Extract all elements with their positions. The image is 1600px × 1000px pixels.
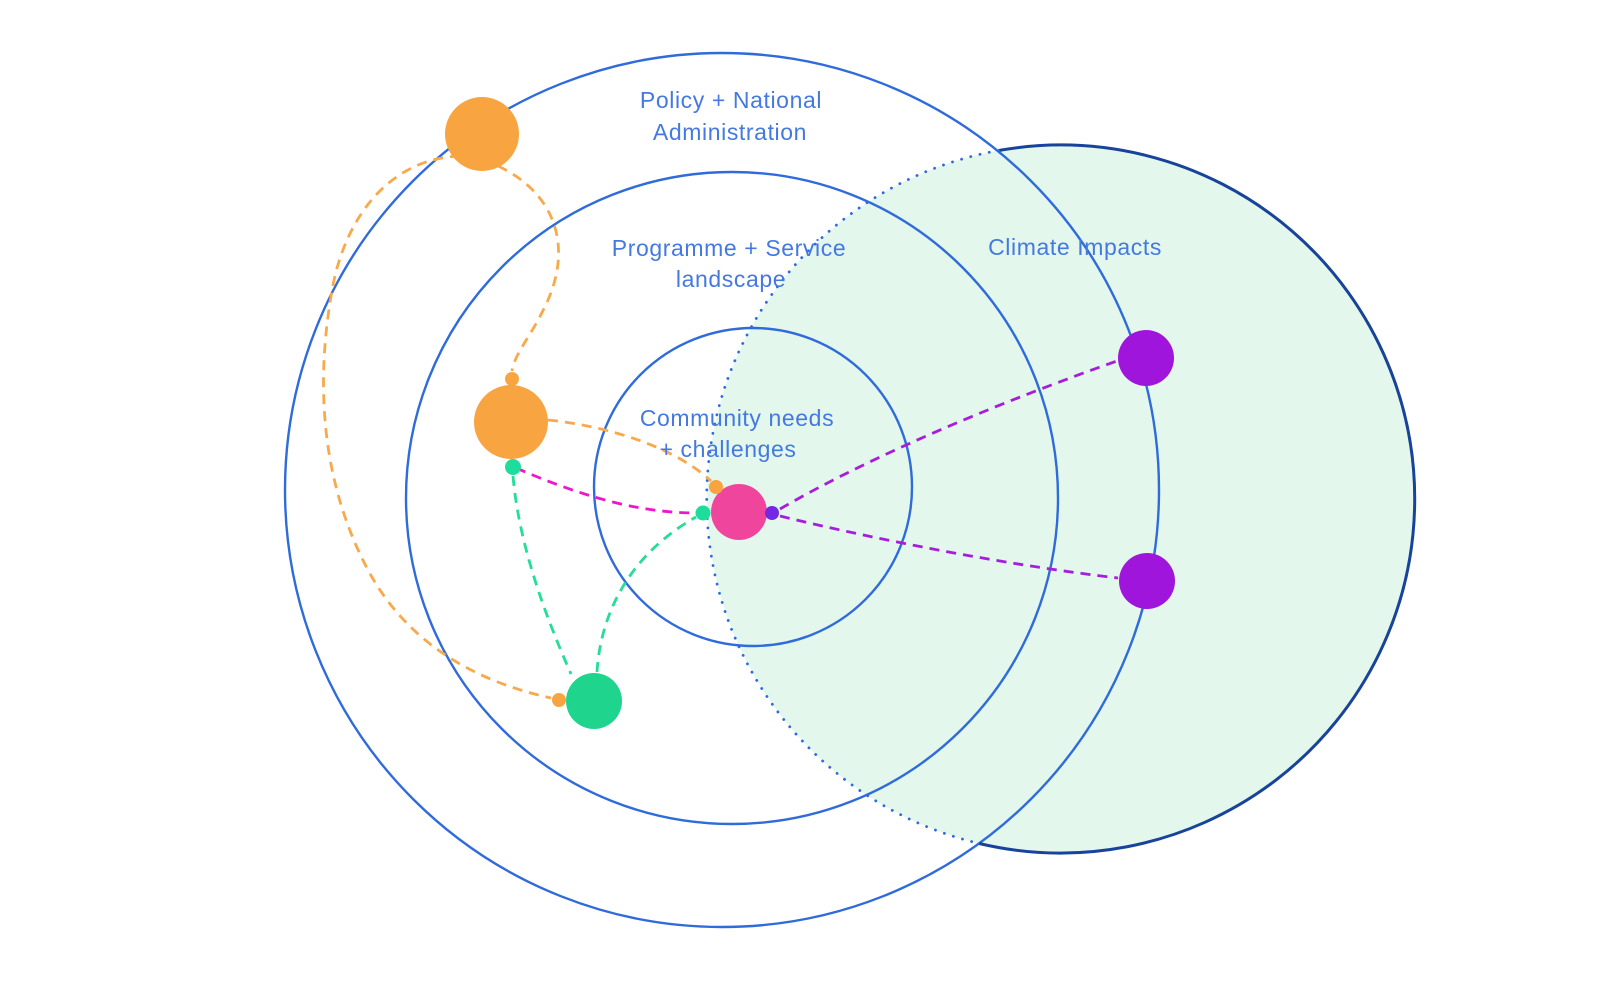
connector-group xyxy=(322,154,1119,700)
endpoint-dot-orange-near-pink-node[interactable] xyxy=(709,480,723,494)
connector-purple-pink-to-climate-lower[interactable] xyxy=(779,514,1119,580)
node-climate-purple-upper[interactable] xyxy=(1118,330,1174,386)
ring-group xyxy=(283,51,1161,929)
connector-green-node-to-pink-node[interactable] xyxy=(595,515,697,673)
node-climate-purple-lower[interactable] xyxy=(1119,553,1175,609)
connector-orange-policy-to-programme-node[interactable] xyxy=(497,164,560,372)
label-programme-line2: landscape xyxy=(676,266,786,292)
connector-green-programme-to-green-node[interactable] xyxy=(511,475,573,675)
node-programme-orange[interactable] xyxy=(474,385,548,459)
connector-orange-programme-to-pink-node[interactable] xyxy=(547,418,712,483)
endpoint-dot-purple-near-pink-node[interactable] xyxy=(765,506,779,520)
connector-orange-policy-to-green-node[interactable] xyxy=(322,154,552,700)
label-programme-line1: Programme + Service xyxy=(612,235,846,261)
ring-policy-national-administration xyxy=(283,51,1161,929)
label-community-line2: + challenges xyxy=(660,436,797,462)
endpoint-dot-teal-below-programme-node[interactable] xyxy=(505,459,521,475)
label-policy-line1: Policy + National xyxy=(640,87,822,113)
label-group: Policy + National Administration Program… xyxy=(612,87,1162,462)
node-group xyxy=(445,97,1175,729)
node-programme-green[interactable] xyxy=(566,673,622,729)
label-climate-impacts: Climate Impacts xyxy=(988,234,1162,260)
climate-border-solid-arc xyxy=(978,143,1417,855)
endpoint-dot-orange-above-programme-node[interactable] xyxy=(505,372,519,386)
node-community-pink[interactable] xyxy=(711,484,767,540)
endpoint-dot-teal-near-pink-node[interactable] xyxy=(695,505,711,521)
ring-community-needs-challenges xyxy=(592,326,914,648)
endpoint-dot-group xyxy=(505,372,779,707)
endpoint-dot-orange-left-of-green-node[interactable] xyxy=(552,693,566,707)
connector-magenta-programme-to-pink-node[interactable] xyxy=(515,466,698,515)
label-policy-line2: Administration xyxy=(653,119,807,145)
label-community-line1: Community needs xyxy=(640,405,834,431)
node-policy-orange[interactable] xyxy=(445,97,519,171)
climate-border-dotted-arc xyxy=(705,149,1000,845)
climate-impacts-area xyxy=(707,145,1415,853)
ring-programme-service-landscape xyxy=(404,170,1060,826)
